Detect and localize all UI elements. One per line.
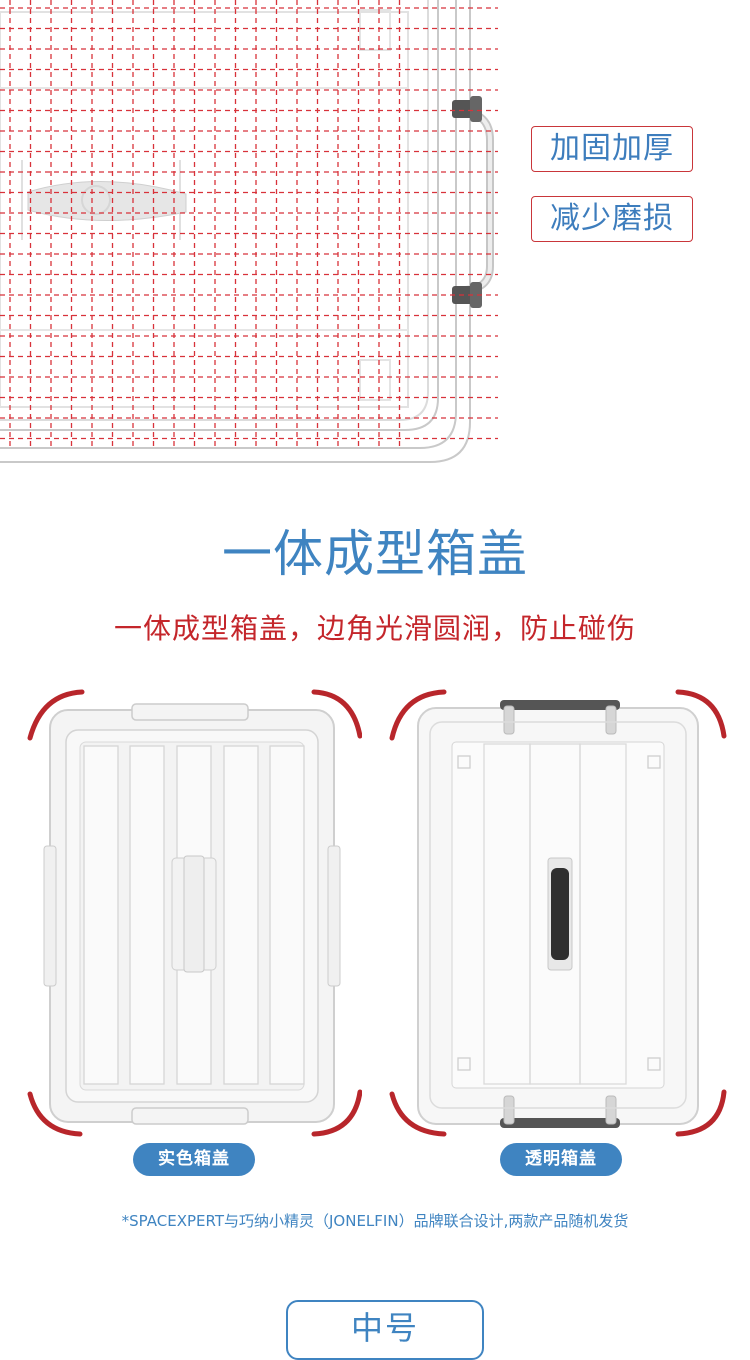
feature-tag-wear: 减少磨损 bbox=[531, 196, 693, 242]
solid-lid-image bbox=[27, 689, 362, 1137]
section-subtitle: 一体成型箱盖，边角光滑圆润，防止碰伤 bbox=[113, 612, 636, 645]
solid-lid-label: 实色箱盖 bbox=[133, 1143, 255, 1176]
lid-closeup-illustration bbox=[0, 0, 498, 463]
clear-lid-image bbox=[389, 689, 727, 1137]
size-label: 中号 bbox=[286, 1300, 484, 1360]
clear-lid-label: 透明箱盖 bbox=[500, 1143, 622, 1176]
brand-footnote: *SPACEXPERT与巧纳小精灵（JONELFIN）品牌联合设计,两款产品随机… bbox=[121, 1212, 629, 1230]
feature-tag-reinforced: 加固加厚 bbox=[531, 126, 693, 172]
section-title: 一体成型箱盖 bbox=[222, 525, 528, 583]
